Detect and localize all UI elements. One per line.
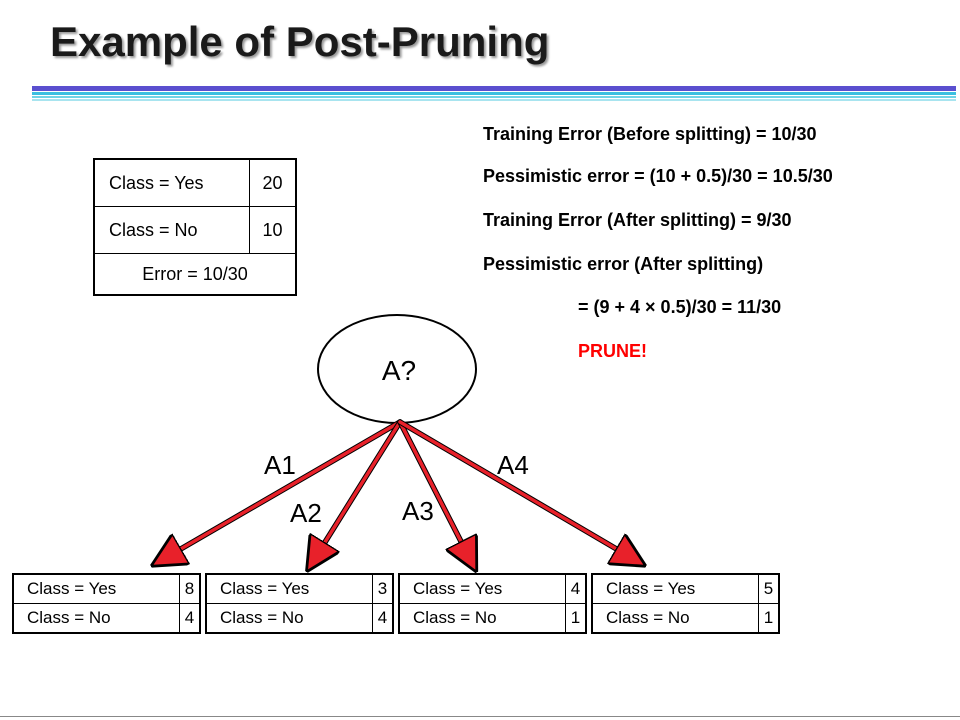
edge-label-a2: A2 <box>290 498 322 528</box>
leaf-a1-no-label: Class = No <box>12 603 180 634</box>
training-error-after: Training Error (After splitting) = 9/30 <box>483 210 792 230</box>
header-bar-teal <box>32 96 956 98</box>
edge-a4 <box>397 419 637 561</box>
root-error: Error = 10/30 <box>93 253 297 296</box>
leaf-a4-yes-value: 5 <box>758 573 780 604</box>
leaf-a4-no-label: Class = No <box>591 603 759 634</box>
slide-title: Example of Post-Pruning <box>50 18 550 65</box>
edge-label-a3: A3 <box>402 496 434 526</box>
leaf-a3-no-label: Class = No <box>398 603 566 634</box>
training-error-before: Training Error (Before splitting) = 10/3… <box>483 124 817 144</box>
pessimistic-error-after: Pessimistic error (After splitting) <box>483 254 764 274</box>
leaf-a2-no-label: Class = No <box>205 603 373 634</box>
leaf-a1-no-value: 4 <box>179 603 201 634</box>
leaf-a3-no-value: 1 <box>565 603 587 634</box>
leaf-a2-yes-label: Class = Yes <box>205 573 373 604</box>
prune-label: PRUNE! <box>578 341 648 361</box>
footer-divider <box>0 716 960 717</box>
leaf-a2-no-value: 4 <box>372 603 394 634</box>
header-bar-light <box>32 99 956 101</box>
pessimistic-error-after-calc: = (9 + 4 × 0.5)/30 = 11/30 <box>578 297 782 317</box>
edge-a3 <box>397 419 472 563</box>
header-bar-blue <box>32 86 956 91</box>
pessimistic-error-before: Pessimistic error = (10 + 0.5)/30 = 10.5… <box>483 166 833 186</box>
split-node-label: A? <box>382 355 416 386</box>
edge-a1 <box>160 419 403 561</box>
root-yes-value: 20 <box>249 158 297 207</box>
header-bar-cyan <box>32 92 956 95</box>
root-no-value: 10 <box>249 206 297 254</box>
leaf-a3-yes-label: Class = Yes <box>398 573 566 604</box>
leaf-a3-yes-value: 4 <box>565 573 587 604</box>
edge-label-a1: A1 <box>264 450 296 480</box>
leaf-a1-yes-label: Class = Yes <box>12 573 180 604</box>
root-class-table: Class = Yes 20 Class = No 10 Error = 10/… <box>93 158 297 296</box>
leaf-a4-yes-label: Class = Yes <box>591 573 759 604</box>
edge-a2 <box>312 419 403 563</box>
root-no-label: Class = No <box>93 206 250 254</box>
leaf-a1-yes-value: 8 <box>179 573 201 604</box>
leaf-a4-no-value: 1 <box>758 603 780 634</box>
edge-label-a4: A4 <box>497 450 529 480</box>
leaf-a2-yes-value: 3 <box>372 573 394 604</box>
